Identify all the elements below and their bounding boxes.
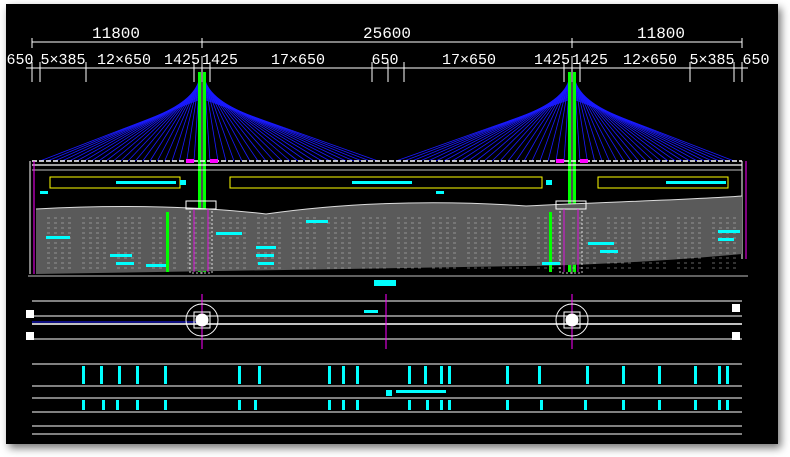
schedule-row-2-marks [82, 400, 729, 410]
stay-cables-left-pylon [39, 73, 379, 162]
dim-span-left: 11800 [92, 25, 140, 43]
span-dimension-line [31, 38, 743, 48]
dim-seg-5: 1425 [202, 52, 238, 69]
dim-seg-11: 12×650 [623, 52, 677, 69]
bridge-elevation-drawing: 11800 25600 11800 650 5×385 12×650 1425 … [6, 25, 770, 435]
dim-seg-8: 17×650 [442, 52, 496, 69]
segment-dimension-labels: 650 5×385 12×650 1425 1425 17×650 650 17… [6, 52, 769, 69]
plan-view [32, 280, 742, 349]
drawing-frame: 11800 25600 11800 650 5×385 12×650 1425 … [6, 4, 778, 444]
segment-dimension-line [26, 56, 748, 82]
pier-foundation-right [549, 200, 587, 274]
dim-span-right: 11800 [637, 25, 685, 43]
girder-annotations [40, 180, 726, 194]
soil-section [35, 195, 743, 274]
dim-seg-4: 1425 [164, 52, 200, 69]
stay-cables-right-pylon [395, 73, 735, 162]
dim-seg-3: 12×650 [97, 52, 151, 69]
dim-seg-13: 650 [742, 52, 769, 69]
dim-seg-7: 650 [371, 52, 398, 69]
pylon-plan-left [185, 303, 219, 337]
abutment-plan-marks [26, 304, 740, 340]
dim-seg-2: 5×385 [40, 52, 85, 69]
pylon-plan-right [555, 303, 589, 337]
schedule-table [32, 363, 742, 435]
schedule-row-1-marks [82, 366, 729, 384]
dim-span-main: 25600 [363, 25, 411, 43]
dim-seg-12: 5×385 [689, 52, 734, 69]
soil-annotations [46, 220, 740, 267]
pier-foundation-left [166, 200, 217, 274]
bridge-deck [29, 159, 747, 274]
dim-seg-10: 1425 [572, 52, 608, 69]
dim-seg-1: 650 [6, 52, 33, 69]
dim-seg-9: 1425 [534, 52, 570, 69]
dim-seg-6: 17×650 [271, 52, 325, 69]
